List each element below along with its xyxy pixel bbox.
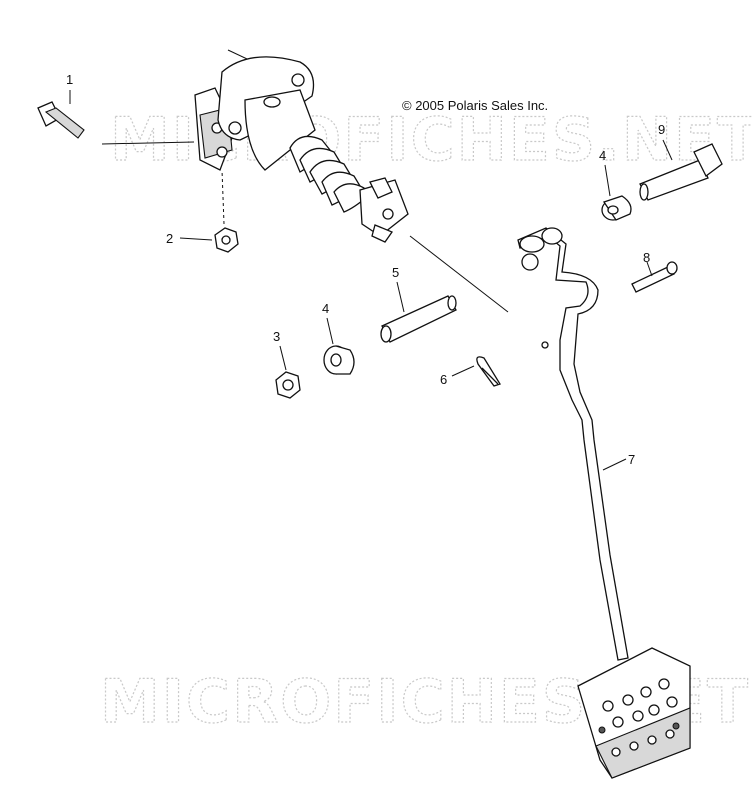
pedal-pad-holes [598,678,680,757]
callout-3: 3 [273,329,280,344]
callout-2: 2 [166,231,173,246]
cotter-pin-part-6 [476,356,501,387]
bushing-part-4-right [601,195,632,221]
callout-7: 7 [628,452,635,467]
bolt-part-1 [37,101,195,145]
pin-part-8 [631,261,678,293]
bolt-part-9 [639,143,723,201]
callout-6: 6 [440,372,447,387]
tube-part-5 [380,295,457,343]
callout-5: 5 [392,265,399,280]
copyright-notice: © 2005 Polaris Sales Inc. [402,98,548,113]
nut-part-3 [275,371,301,399]
callout-9: 9 [658,122,665,137]
bushing-part-4-left [323,345,355,375]
callout-8: 8 [643,250,650,265]
nut-part-2 [214,169,239,253]
master-cylinder [194,49,509,313]
callout-4-left: 4 [322,301,329,316]
brake-pedal-part-7 [517,227,691,779]
callout-4-right: 4 [599,148,606,163]
callout-1: 1 [66,72,73,87]
